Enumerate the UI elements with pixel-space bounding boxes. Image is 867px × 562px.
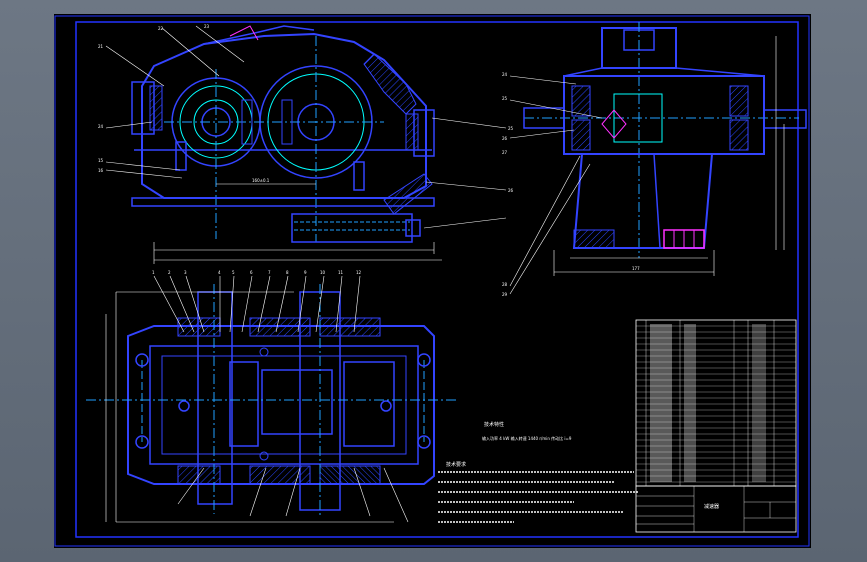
tech-spec-line: 输入功率 4 kW 输入转速 1440 r/min 传动比 i=9 (482, 435, 572, 441)
part-number: 8 (286, 270, 289, 275)
plan-view: 1 2 3 4 5 6 7 8 9 10 11 12 (86, 270, 458, 523)
part-number: 24 (98, 124, 104, 129)
title-block: 减速器 (635, 485, 797, 533)
front-view: 160±0.1 21 22 23 24 25 26 15 16 (98, 24, 514, 264)
part-number: 5 (232, 270, 235, 275)
part-number: 16 (98, 168, 104, 173)
part-number: 3 (184, 270, 187, 275)
part-number: 29 (502, 292, 508, 297)
part-number: 22 (158, 26, 164, 31)
part-number: 27 (502, 150, 508, 155)
part-number: 9 (304, 270, 307, 275)
tech-notes-title: 技术要求 (446, 461, 466, 468)
tech-spec-title: 技术特性 (484, 421, 504, 428)
part-number: 15 (98, 158, 104, 163)
parts-list (635, 319, 797, 487)
part-number: 1 (152, 270, 155, 275)
assembly-drawing: 160±0.1 21 22 23 24 25 26 15 16 (54, 15, 810, 547)
part-number: 2 (168, 270, 171, 275)
part-number: 25 (502, 96, 508, 101)
drawing-title: 减速器 (704, 503, 719, 510)
cad-viewport[interactable]: 160±0.1 21 22 23 24 25 26 15 16 (54, 14, 811, 548)
part-number: 7 (268, 270, 271, 275)
part-number: 12 (356, 270, 362, 275)
part-number: 4 (218, 270, 221, 275)
part-number: 26 (502, 136, 508, 141)
outer-frame (54, 15, 810, 547)
inner-frame (75, 21, 799, 538)
part-number: 10 (320, 270, 326, 275)
part-number: 25 (508, 126, 514, 131)
side-view: 177 24 25 26 27 28 29 (502, 22, 807, 297)
technical-notes: 技术特性 输入功率 4 kW 输入转速 1440 r/min 传动比 i=9 技… (438, 421, 638, 523)
center-distance-dim: 160±0.1 (252, 178, 270, 183)
part-number: 26 (508, 188, 514, 193)
part-number: 23 (204, 24, 210, 29)
part-number: 28 (502, 282, 508, 287)
part-number: 21 (98, 44, 104, 49)
part-number: 6 (250, 270, 253, 275)
part-number: 24 (502, 72, 508, 77)
side-width-dim: 177 (632, 266, 640, 271)
part-number: 11 (338, 270, 344, 275)
